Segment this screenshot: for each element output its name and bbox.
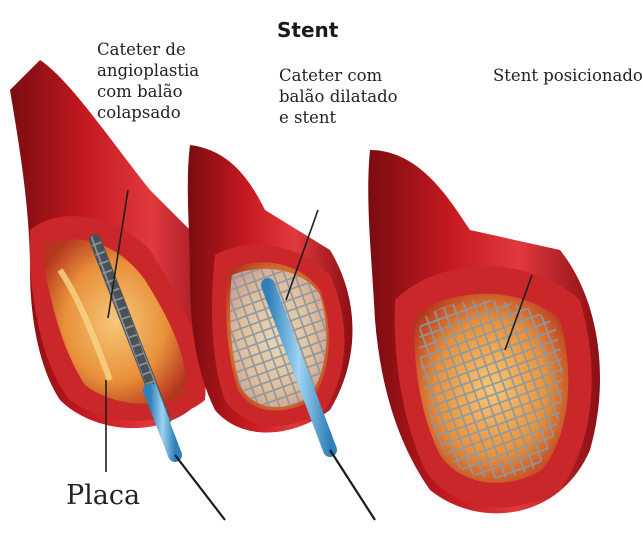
label-catheter-collapsed: Cateter de angioplastia com balão colaps… bbox=[97, 39, 199, 123]
diagram-title: Stent bbox=[277, 18, 338, 42]
label-plaque: Placa bbox=[66, 480, 140, 511]
artery-3 bbox=[368, 150, 600, 513]
label-stent-placed: Stent posicionado bbox=[493, 65, 643, 86]
label-catheter-dilated: Cateter com balão dilatado e stent bbox=[279, 65, 398, 128]
